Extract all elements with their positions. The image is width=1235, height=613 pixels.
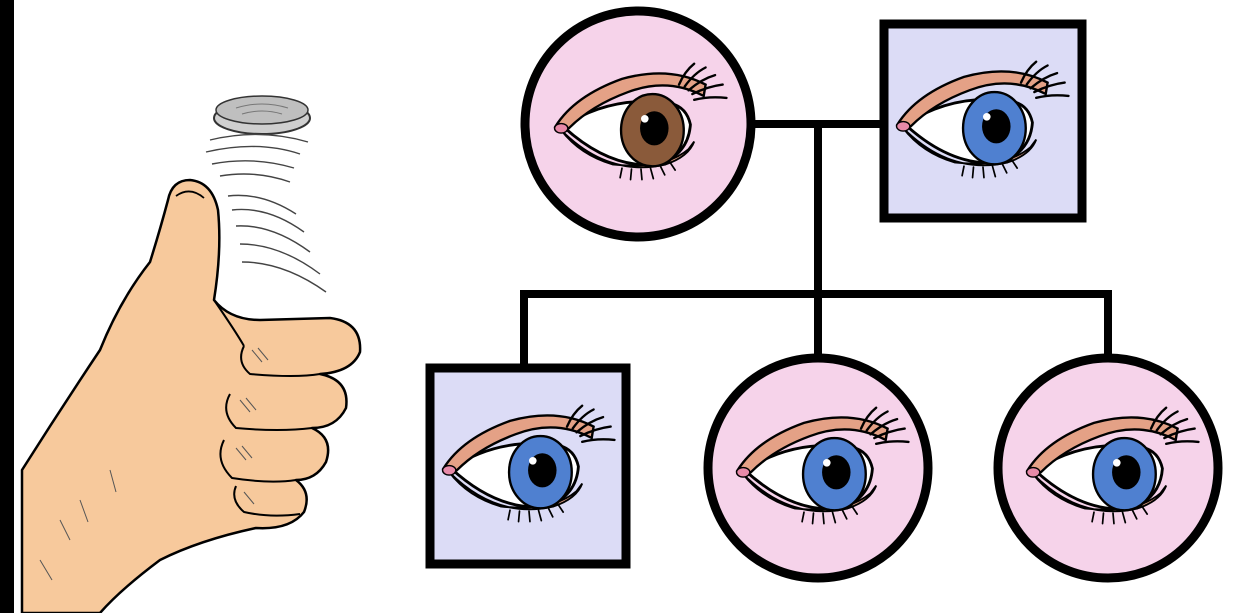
hand-icon [20, 178, 362, 613]
parent-mother-circle [520, 6, 756, 242]
parent-father-square [879, 19, 1087, 223]
child-daughter-circle [993, 353, 1223, 583]
coin-icon [213, 95, 311, 135]
child-daughter-circle [703, 353, 933, 583]
coin-motion-lines [205, 133, 327, 293]
left-border [0, 0, 14, 613]
pedigree-lines [520, 120, 1112, 372]
child-son-square [425, 363, 631, 569]
